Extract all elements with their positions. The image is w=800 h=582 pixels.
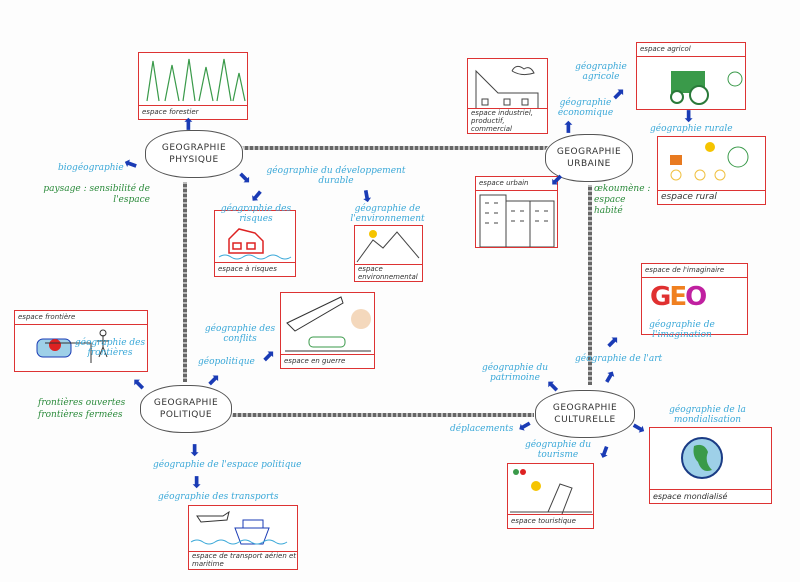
text-geographie-espace-politique: géographie de l'espace politique <box>153 460 302 470</box>
beach-icon <box>510 469 592 514</box>
box-label: espace agricol <box>637 43 745 57</box>
hub-label: GEOGRAPHIE URBAINE <box>556 147 622 169</box>
box-espace-imaginaire: espace de l'imaginaire GEO <box>641 263 748 335</box>
box-espace-forestier: espace forestier <box>138 52 248 120</box>
text-biogeographie: biogéographie <box>58 163 124 173</box>
hub-geographie-physique: GEOGRAPHIE PHYSIQUE <box>145 130 243 178</box>
box-label: espace de l'imaginaire <box>642 264 747 278</box>
rural-landscape-icon <box>670 142 749 181</box>
arrow-icon: ➡ <box>120 153 141 176</box>
hub-geographie-politique: GEOGRAPHIE POLITIQUE <box>140 385 232 433</box>
arrow-icon: ➡ <box>187 475 207 489</box>
arrow-icon: ➡ <box>593 442 617 462</box>
text-geographie-agricole: géographie agricole <box>575 62 627 82</box>
box-espace-rural: espace rural <box>657 136 766 205</box>
text-geographie-economique: géographie économique <box>557 98 614 118</box>
box-label: espace mondialisé <box>650 489 771 503</box>
text-frontieres-fermees: frontières fermées <box>38 410 123 420</box>
text-geographie-art: géographie de l'art <box>575 354 663 364</box>
box-label: espace environnemental <box>355 264 422 281</box>
box-label: espace urbain <box>476 177 557 191</box>
mountain-icon <box>356 230 420 263</box>
border-checkpoint-icon <box>36 329 109 363</box>
globe-icon <box>681 437 723 479</box>
box-espace-risques: espace à risques <box>214 210 296 277</box>
text-geographie-risques: géographie des risques <box>220 204 292 224</box>
hub-label: GEOGRAPHIE PHYSIQUE <box>161 143 227 165</box>
box-label: espace touristique <box>508 514 593 528</box>
text-geopolitique: géopolitique <box>198 357 255 367</box>
box-label: espace industriel, productif, commercial <box>468 108 547 133</box>
connector-top <box>240 146 550 150</box>
connector-bottom <box>228 413 540 417</box>
connector-left <box>183 182 187 382</box>
text-geographie-imagination: géographie de l'imagination <box>649 320 715 340</box>
box-espace-urbain: espace urbain <box>475 176 558 248</box>
tractor-icon <box>670 71 743 105</box>
text-geographie-transports: géographie des transports <box>158 492 279 502</box>
arrow-icon: ➡ <box>126 372 150 396</box>
box-espace-industriel: espace industriel, productif, commercial <box>467 58 548 134</box>
text-geographie-rurale: géographie rurale <box>650 124 733 134</box>
arrow-icon: ➡ <box>356 187 378 205</box>
hub-label: GEOGRAPHIE POLITIQUE <box>153 398 219 420</box>
arrow-icon: ➡ <box>600 330 624 354</box>
text-geographie-environnement: géographie de l'environnement <box>350 204 425 224</box>
text-frontieres-ouvertes: frontières ouvertes <box>38 398 126 408</box>
box-espace-frontiere: espace frontière <box>14 310 148 372</box>
text-deplacements: déplacements <box>450 424 514 434</box>
text-paysage: paysage : sensibilité de l'espace <box>43 184 150 205</box>
factory-icon <box>475 65 539 109</box>
box-espace-guerre: espace en guerre <box>280 292 375 369</box>
arrow-icon: ➡ <box>185 443 205 457</box>
arrow-icon: ➡ <box>178 117 198 131</box>
hub-geographie-urbaine: GEOGRAPHIE URBAINE <box>545 134 633 182</box>
text-geographie-tourisme: géographie du tourisme <box>524 440 592 460</box>
arrow-icon: ➡ <box>233 166 257 190</box>
hub-label: GEOGRAPHIE CULTURELLE <box>552 403 618 425</box>
box-espace-mondialise: espace mondialisé <box>649 427 772 504</box>
text-geographie-conflits: géographie des conflits <box>204 324 276 344</box>
flooded-house-icon <box>218 228 292 260</box>
text-geographie-frontieres: géographie des frontières <box>74 338 146 358</box>
text-geographie-patrimoine: géographie du patrimoine <box>481 363 549 383</box>
box-espace-touristique: espace touristique <box>507 463 594 529</box>
box-label: espace frontière <box>15 311 147 325</box>
arrow-icon: ➡ <box>597 366 621 388</box>
box-label: espace de transport aérien et maritime <box>189 551 297 569</box>
forest-icon <box>146 58 246 102</box>
arrow-icon: ➡ <box>679 109 699 123</box>
connector-right <box>588 185 592 385</box>
box-espace-environnemental: espace environnemental <box>354 225 423 282</box>
arrow-icon: ➡ <box>558 120 578 134</box>
box-label: espace forestier <box>139 105 247 119</box>
box-espace-transport: espace de transport aérien et maritime <box>188 505 298 570</box>
box-label: espace à risques <box>215 262 295 276</box>
text-geographie-mondialisation: géographie de la mondialisation <box>669 405 746 425</box>
war-icon <box>285 296 371 352</box>
hub-geographie-culturelle: GEOGRAPHIE CULTURELLE <box>535 390 635 438</box>
text-developpement-durable: géographie du développement durable <box>266 166 406 186</box>
text-oekoumene: œkoumène : espace habité <box>594 184 651 216</box>
box-label: espace en guerre <box>281 354 374 368</box>
box-label: espace rural <box>658 190 765 204</box>
geo-logo-drawing: GEO <box>650 282 707 312</box>
buildings-icon <box>479 194 555 247</box>
box-espace-agricol: espace agricol <box>636 42 746 110</box>
arrow-icon: ➡ <box>514 414 536 439</box>
arrow-icon: ➡ <box>256 344 280 368</box>
plane-ship-icon <box>190 510 288 545</box>
